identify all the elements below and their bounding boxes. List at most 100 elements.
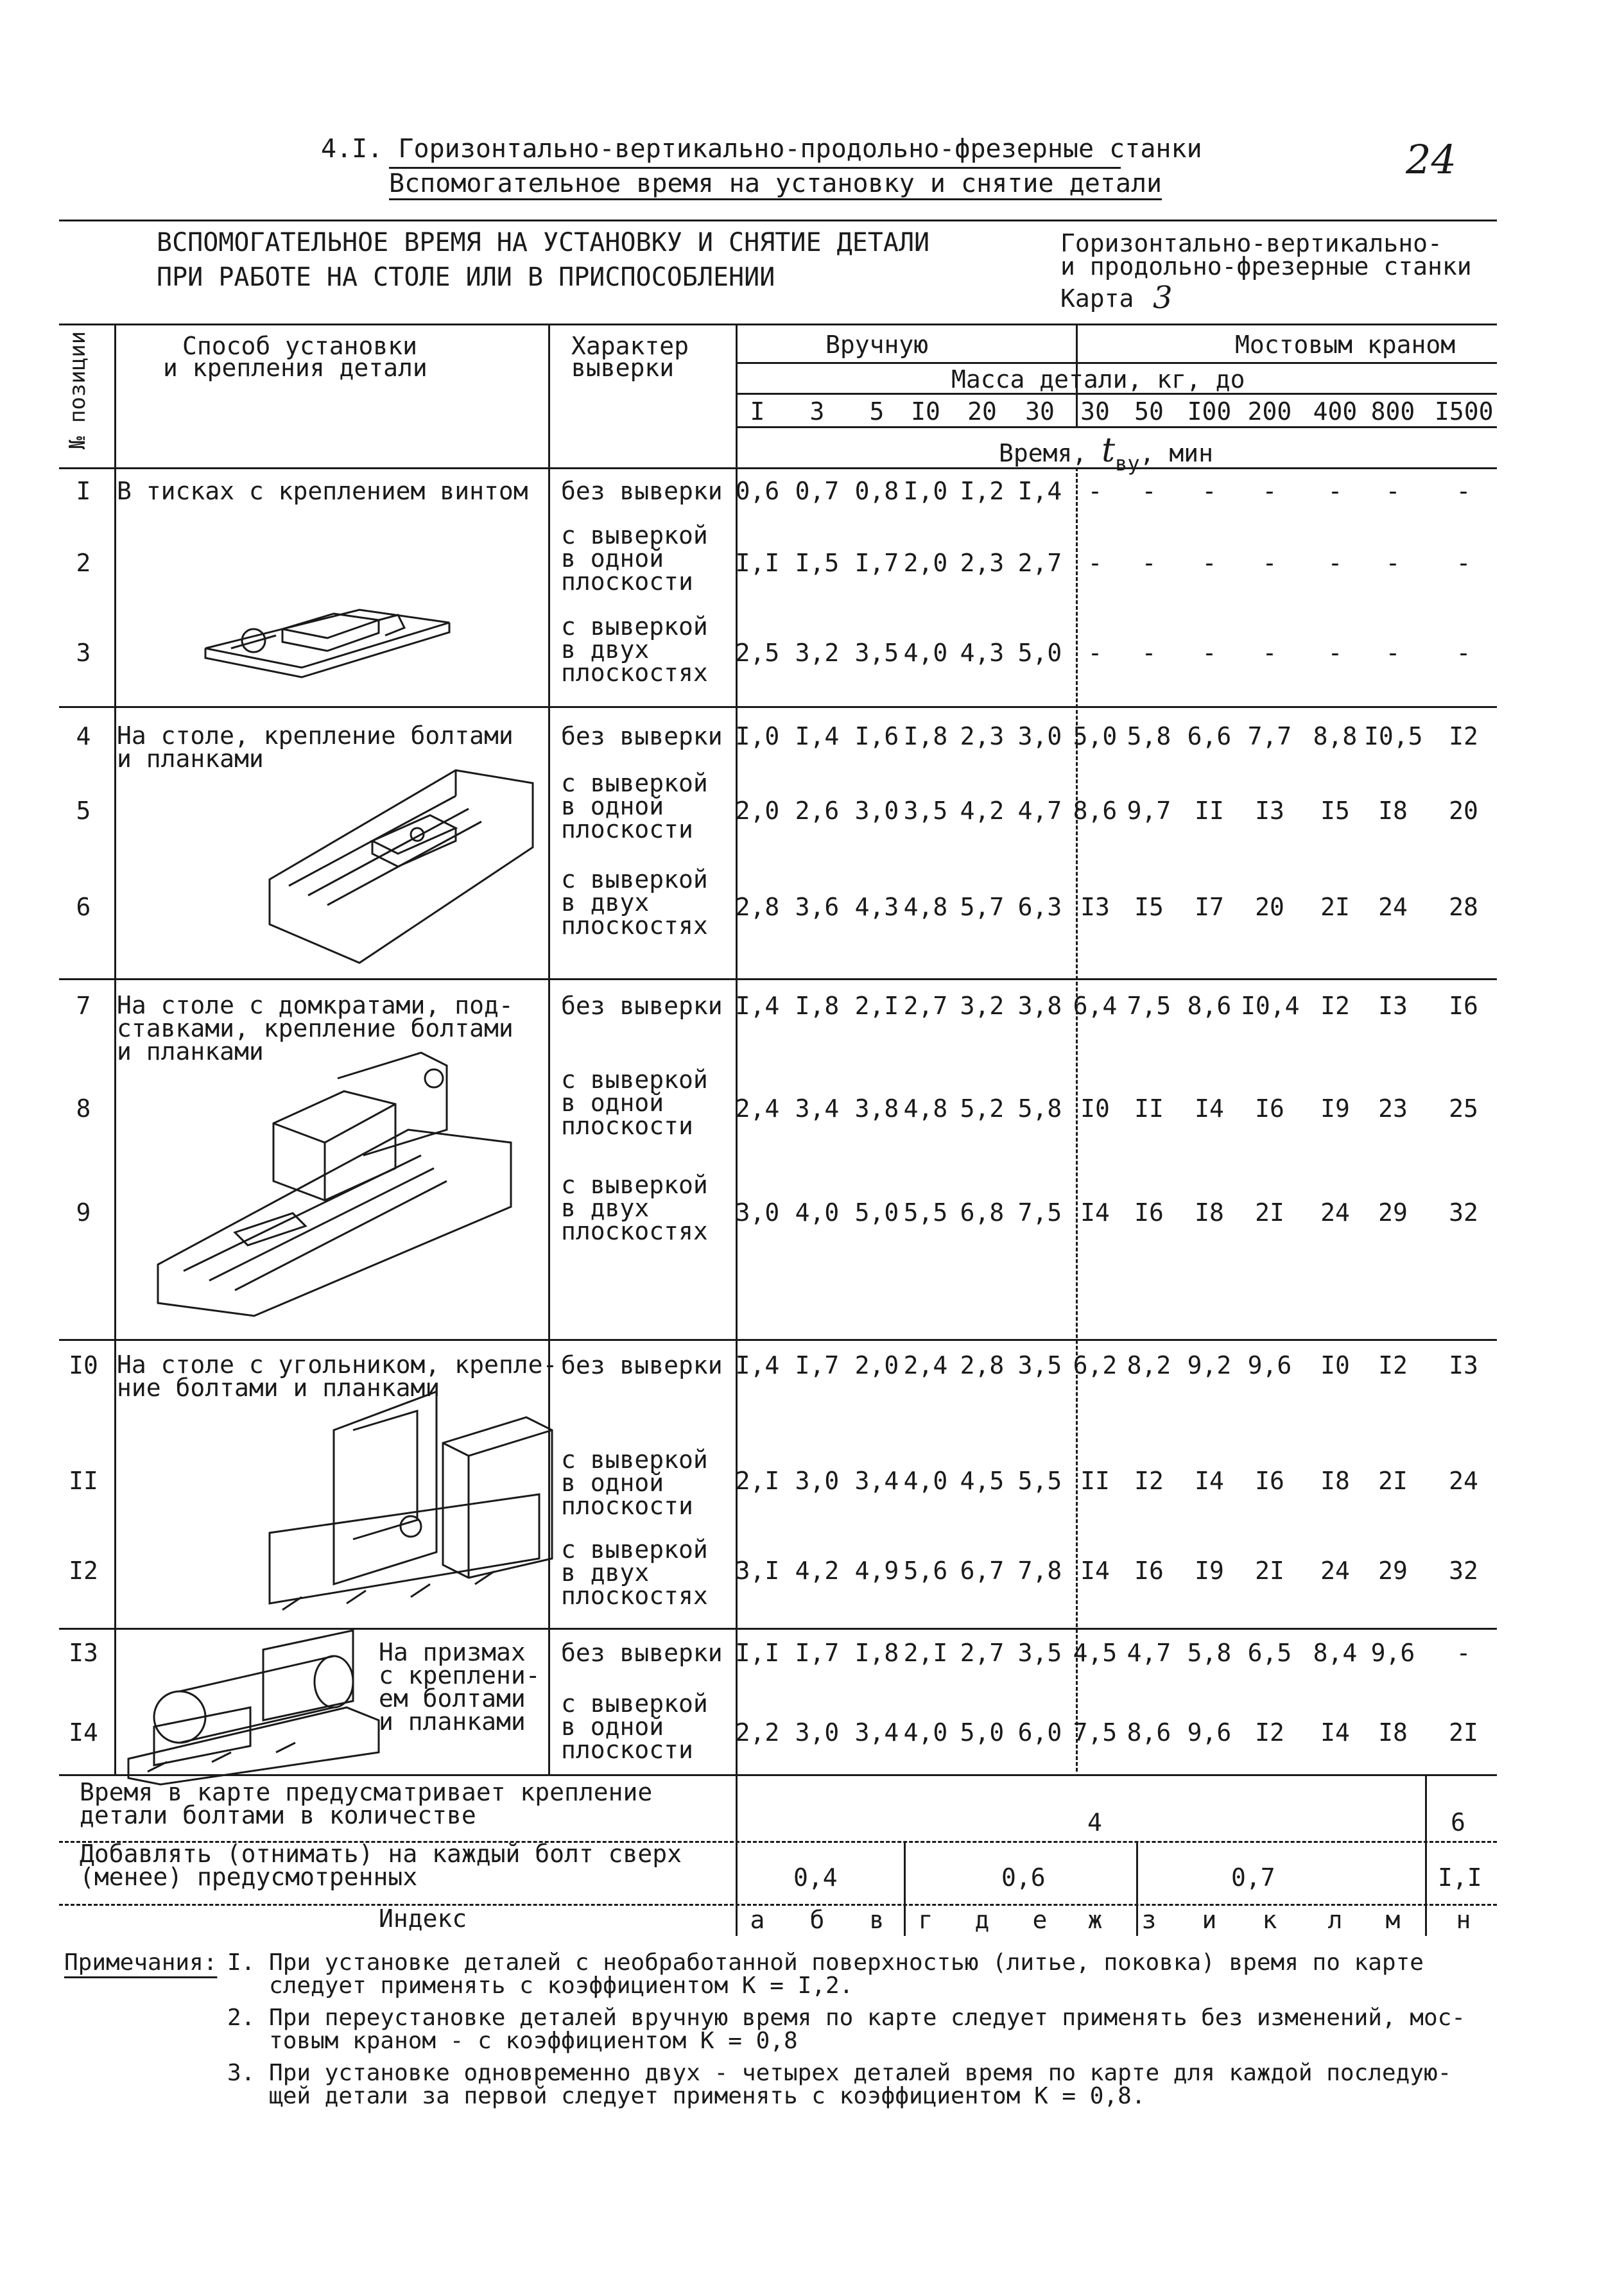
table-cell: I6 (1255, 1467, 1284, 1495)
mass-value: I00 (1187, 397, 1232, 426)
table-cell: - (1087, 549, 1103, 577)
table-cell: I5 (1320, 797, 1350, 825)
add-value-1: 0,4 (793, 1863, 838, 1892)
col-divider-method (548, 324, 550, 1774)
table-cell: 6,4 (1073, 992, 1118, 1020)
table-cell: 24 (1320, 1198, 1350, 1227)
group-rule-2 (59, 978, 1497, 980)
table-cell: 5,5 (1017, 1467, 1062, 1495)
machine-type-line2: и продольно-фрезерные станки (1060, 252, 1472, 281)
mass-value: 20 (967, 397, 997, 426)
align-one-2: с выверкой в одной плоскости (561, 769, 708, 844)
table-cell: - (1327, 639, 1343, 667)
table-cell: I,6 (854, 722, 899, 750)
row-position: 2 (76, 549, 91, 577)
table-cell: I2 (1255, 1718, 1284, 1747)
table-cell: 0,8 (854, 477, 899, 505)
table-cell: - (1262, 477, 1277, 505)
table-cell: I,I (735, 549, 780, 577)
col-divider-pos (114, 324, 116, 1774)
table-cell: 7,8 (1017, 1557, 1062, 1585)
table-cell: 4,3 (854, 893, 899, 921)
bolts-main-value: 4 (1087, 1808, 1102, 1836)
table-cell: 7,5 (1073, 1718, 1118, 1747)
table-cell: I3 (1378, 992, 1408, 1020)
table-cell: - (1202, 639, 1217, 667)
table-cell: II (1080, 1467, 1110, 1495)
table-cell: - (1327, 549, 1343, 577)
table-top-rule (59, 324, 1497, 325)
table-cell: - (1262, 639, 1277, 667)
table-cell: 4,5 (1073, 1639, 1118, 1667)
table-cell: 3,8 (854, 1094, 899, 1123)
table-cell: 9,7 (1127, 797, 1171, 825)
table-cell: I,8 (795, 992, 840, 1020)
table-cell: 3,4 (795, 1094, 840, 1123)
table-cell: 4,8 (903, 893, 948, 921)
table-cell: I,0 (903, 477, 948, 505)
mass-value: 3 (809, 397, 825, 426)
align-two-4: с выверкой в двух плоскостях (561, 1535, 708, 1610)
table-cell: I,7 (795, 1351, 840, 1379)
row-position: 8 (76, 1094, 91, 1123)
table-cell: 5,0 (1073, 722, 1118, 750)
section-title-line1: 4.I. Горизонтально-вертикально-продольно… (321, 134, 1202, 164)
group-rule-3 (59, 1339, 1497, 1341)
col-header-position: № позиции (65, 331, 91, 449)
table-cell: 4,0 (903, 1467, 948, 1495)
table-cell: 5,8 (1127, 722, 1171, 750)
table-cell: I,4 (735, 1351, 780, 1379)
table-cell: 24 (1449, 1467, 1478, 1495)
table-cell: 3,5 (903, 797, 948, 825)
page-number: 24 (1406, 136, 1456, 183)
table-cell: I3 (1255, 797, 1284, 825)
add-bottom-rule (59, 1904, 1497, 1906)
table-cell: I8 (1320, 1467, 1350, 1495)
table-cell: 2,5 (735, 639, 780, 667)
row-position: I2 (69, 1557, 98, 1585)
table-cell: 8,2 (1127, 1351, 1171, 1379)
row-position: I (76, 477, 91, 505)
table-cell: 6,3 (1017, 893, 1062, 921)
header-crane: Мостовым краном (1235, 331, 1456, 359)
table-cell: 5,8 (1017, 1094, 1062, 1123)
add-label: Добавлять (отнимать) на каждый болт свер… (80, 1840, 682, 1892)
table-cell: - (1327, 477, 1343, 505)
table-cell: I,5 (795, 549, 840, 577)
row-position: 3 (76, 639, 91, 667)
index-letter: л (1327, 1906, 1343, 1934)
mass-header-rule (736, 362, 1497, 364)
table-cell: 3,5 (1017, 1351, 1062, 1379)
index-letter: м (1385, 1906, 1401, 1934)
table-cell: 7,5 (1017, 1198, 1062, 1227)
table-cell: 2I (1449, 1718, 1478, 1747)
note-3: 3. При установке одновременно двух - чет… (227, 2060, 1452, 2109)
row-position: 6 (76, 893, 91, 921)
header-bottom-rule (59, 467, 1497, 469)
table-cell: 4,8 (903, 1094, 948, 1123)
table-cell: I4 (1080, 1557, 1110, 1585)
add-value-4: I,I (1438, 1863, 1482, 1892)
vise-illustration (204, 609, 451, 678)
table-cell: I,4 (795, 722, 840, 750)
align-none-4: без выверки (561, 1351, 723, 1379)
index-letter: з (1141, 1906, 1157, 1934)
table-cell: I3 (1449, 1351, 1478, 1379)
table-cell: - (1087, 477, 1103, 505)
table-cell: I2 (1134, 1467, 1164, 1495)
add-value-3: 0,7 (1231, 1863, 1275, 1892)
index-letter: д (974, 1906, 990, 1934)
table-cell: I4 (1195, 1467, 1224, 1495)
row-position: 7 (76, 992, 91, 1020)
table-cell: - (1456, 477, 1471, 505)
table-cell: 4,2 (795, 1557, 840, 1585)
table-jacks-illustration (157, 1051, 512, 1317)
table-cell: I0,4 (1241, 992, 1300, 1020)
mass-value: 400 (1313, 397, 1358, 426)
table-cell: 3,4 (854, 1467, 899, 1495)
table-cell: 3,5 (854, 639, 899, 667)
prisms-illustration (127, 1629, 380, 1786)
table-cell: I8 (1378, 1718, 1408, 1747)
table-cell: 2,I (735, 1467, 780, 1495)
table-cell: 2,0 (854, 1351, 899, 1379)
